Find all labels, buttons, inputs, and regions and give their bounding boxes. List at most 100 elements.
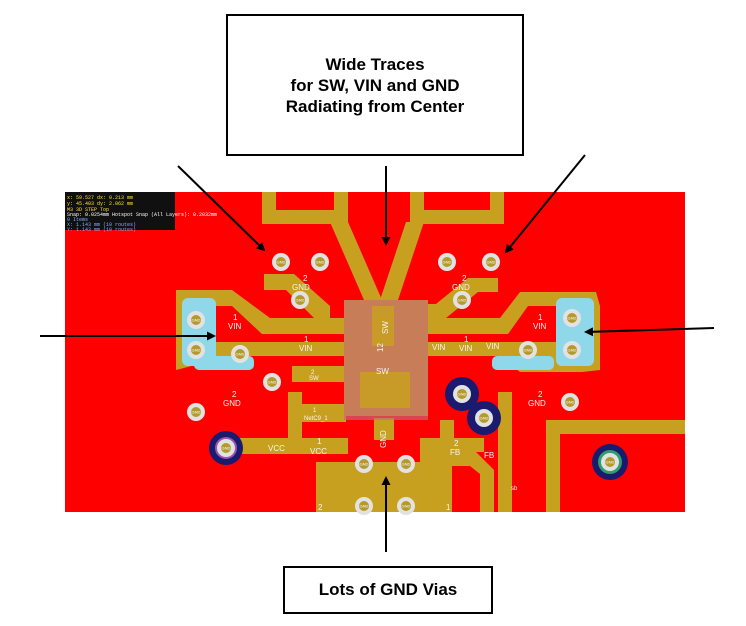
trace-net-small: [302, 404, 346, 422]
ic-center-pad: [360, 372, 410, 408]
via-label: GND: [402, 504, 411, 509]
via-label: GND: [222, 446, 231, 451]
label-sw-pin-number: 12: [376, 343, 385, 352]
pcb-labels: 12 SW SW 2 SW GND 1 NetC9_1 2 GND 2 GND …: [223, 274, 547, 512]
via-center: [605, 457, 615, 467]
hud-line-7: Y: 1.143 mm (10 routes): [67, 227, 136, 233]
gnd-via: GND: [475, 409, 493, 427]
via-center: [457, 389, 467, 399]
trace-vcc-line: [232, 438, 348, 454]
label-net-small: NetC9_1: [304, 416, 328, 422]
hud-line-3: M3 3D STEP Top: [67, 207, 109, 213]
annotation-arrows: [40, 154, 715, 552]
gnd-via: GND: [563, 309, 581, 327]
hud-line-1: x: 59.527 dx: 0.213 mm: [67, 195, 133, 201]
via-label: GND: [360, 462, 369, 467]
label-vin-ic-right-1-number: 1: [464, 335, 469, 344]
gnd-via: GND: [601, 453, 619, 471]
via-label: GND: [524, 348, 533, 353]
callout-gnd-vias-text: Lots of GND Vias: [318, 580, 458, 599]
via-label: GND: [268, 380, 277, 385]
via-label: GND: [480, 416, 489, 421]
trace-left-vin-frame: [176, 290, 350, 370]
label-gnd-right-mid-number: 2: [538, 390, 543, 399]
label-vin-right-outer-number: 1: [538, 313, 543, 322]
gnd-via: GND: [355, 455, 373, 473]
trace-top-6: [490, 192, 504, 224]
gnd-via: GND: [563, 341, 581, 359]
gnd-via: GND: [263, 373, 281, 391]
trace-gnd-stub: [374, 418, 394, 440]
via-center: [221, 443, 231, 453]
label-sw-small-number: 2: [311, 370, 315, 376]
label-gnd-left-mid: GND: [223, 399, 241, 408]
via-center: [565, 397, 575, 407]
via-group: GND GND GND GND GND GND GND GND GND GND GND GND GND G…: [187, 253, 619, 515]
callout-wide-traces: Wide Traces for SW, VIN and GND Radiatin…: [226, 14, 524, 156]
via-label: GND: [277, 260, 286, 265]
gnd-via: GND: [438, 253, 456, 271]
via-center: [267, 377, 277, 387]
via-center: [457, 295, 467, 305]
label-sw-center: SW: [376, 367, 389, 376]
label-vcc-2: VCC: [310, 447, 327, 456]
trace-right-long: [546, 420, 685, 434]
label-gnd-left-mid-number: 2: [232, 390, 237, 399]
gnd-via: GND: [291, 291, 309, 309]
label-vin-left-outer-number: 1: [233, 313, 238, 322]
gnd-via: GND: [561, 393, 579, 411]
hud-background: [65, 192, 175, 230]
via-label: GND: [236, 352, 245, 357]
via-center: [191, 345, 201, 355]
label-bottom-number-left: 2: [318, 503, 323, 512]
gnd-via: GND: [355, 497, 373, 515]
label-bottom-right-small: sb: [511, 486, 518, 492]
label-gnd-top-left-number: 2: [303, 274, 308, 283]
gnd-via: GND: [519, 341, 537, 359]
label-vin-left-outer: VIN: [228, 322, 242, 331]
via-center: [295, 295, 305, 305]
trace-right-vin-frame: [420, 292, 600, 372]
gnd-via: GND: [231, 345, 249, 363]
via-label: GND: [316, 260, 325, 265]
copper-traces: [176, 192, 685, 512]
via-center: [401, 501, 411, 511]
label-fb-1: FB: [450, 448, 460, 457]
cad-hud: x: 59.527 dx: 0.213 mm y: 45.403 dy: 2.0…: [65, 192, 217, 233]
hud-line-5: 0 Items: [67, 217, 88, 223]
label-vin-left-inner: VIN: [299, 344, 313, 353]
trace-fb-stub: [440, 420, 454, 450]
label-gnd-top-right: GND: [452, 283, 470, 292]
label-net-small-number: 1: [313, 408, 317, 414]
ic-sw-pad: [372, 306, 394, 346]
arrow-right: [584, 327, 715, 337]
via-label: GND: [192, 348, 201, 353]
arrow-top-right: [504, 154, 586, 254]
hud-line-4: Snap: 0.0254mm Hotspot Snap (All Layers)…: [67, 212, 217, 218]
via-label: GND: [360, 504, 369, 509]
via-center: [359, 459, 369, 469]
callout-wide-traces-line-2: for SW, VIN and GND: [290, 75, 460, 95]
via-label: GND: [192, 318, 201, 323]
via-center: [191, 315, 201, 325]
label-vin-ic-left: VIN: [432, 343, 446, 352]
label-vin-ic-right-2: VIN: [486, 342, 500, 351]
via-label: GND: [487, 260, 496, 265]
via-label: GND: [568, 348, 577, 353]
label-gnd-top-right-number: 2: [462, 274, 467, 283]
ic-footprint: [344, 300, 428, 420]
via-label: GND: [296, 298, 305, 303]
gnd-via: GND: [217, 439, 235, 457]
label-vin-ic-right-1: VIN: [459, 344, 473, 353]
label-gnd-center: GND: [379, 430, 388, 448]
via-center: [523, 345, 533, 355]
via-label: GND: [402, 462, 411, 467]
label-gnd-right-mid: GND: [528, 399, 546, 408]
label-bottom-number-right: 1: [446, 503, 451, 512]
trace-bottom-right: [498, 392, 512, 512]
gnd-via: GND: [187, 341, 205, 359]
arrow-top-left: [177, 165, 266, 252]
gnd-via: GND: [311, 253, 329, 271]
trace-vcc-stub: [288, 392, 302, 450]
